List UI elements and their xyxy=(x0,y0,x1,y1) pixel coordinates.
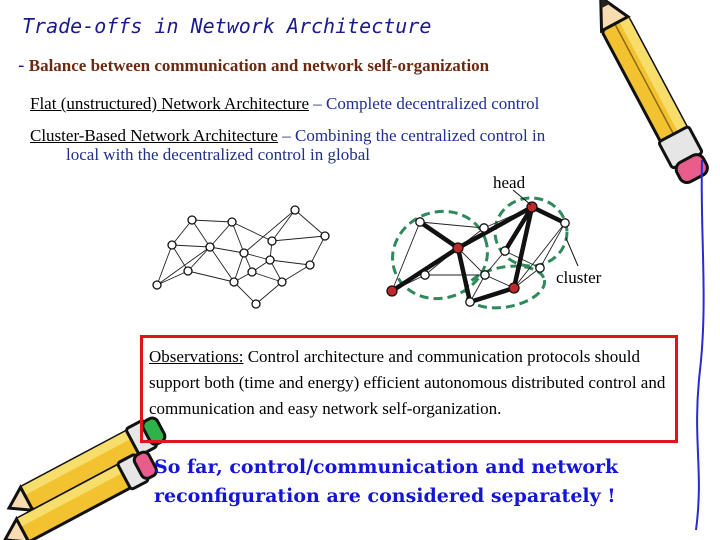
cluster-separator: – xyxy=(277,126,295,145)
page-title: Trade-offs in Network Architecture xyxy=(22,14,432,38)
conclusion-text: So far, control/communication and networ… xyxy=(154,456,619,507)
cluster-head-nodes xyxy=(386,201,538,297)
cluster-architecture-line: Cluster-Based Network Architecture – Com… xyxy=(30,126,545,146)
flat-architecture-line: Flat (unstructured) Network Architecture… xyxy=(30,94,539,114)
cluster-head-links xyxy=(389,204,568,305)
subtitle-dash: - xyxy=(18,55,25,76)
flat-separator: – xyxy=(309,94,326,113)
cluster-pointer xyxy=(565,237,579,267)
cluster-label: cluster xyxy=(556,268,602,287)
observations-text: Control architecture and communication p… xyxy=(149,347,666,418)
observations-heading: Observations: xyxy=(149,347,244,366)
subtitle: - Balance between communication and netw… xyxy=(18,55,489,76)
cluster-architecture-desc-2: local with the decentralized control in … xyxy=(66,145,370,164)
cluster-member-nodes xyxy=(415,217,570,307)
flat-architecture-heading: Flat (unstructured) Network Architecture xyxy=(30,94,309,113)
flat-network-nodes xyxy=(152,205,330,309)
subtitle-text: Balance between communication and networ… xyxy=(28,56,490,75)
head-pointer xyxy=(512,189,532,206)
pencils-icon-bottom-left xyxy=(2,416,167,540)
cluster-rings xyxy=(391,196,569,310)
right-wavy-line xyxy=(695,159,705,531)
flat-network-graph xyxy=(156,209,326,305)
observations-box: Observations: Control architecture and c… xyxy=(140,335,678,443)
cluster-architecture-desc-1: Combining the centralized control in xyxy=(294,126,546,145)
flat-architecture-desc: Complete decentralized control xyxy=(326,94,540,113)
cluster-architecture-heading: Cluster-Based Network Architecture xyxy=(30,126,278,145)
pencil-icon-top-right xyxy=(599,0,709,185)
head-label: head xyxy=(493,173,526,192)
